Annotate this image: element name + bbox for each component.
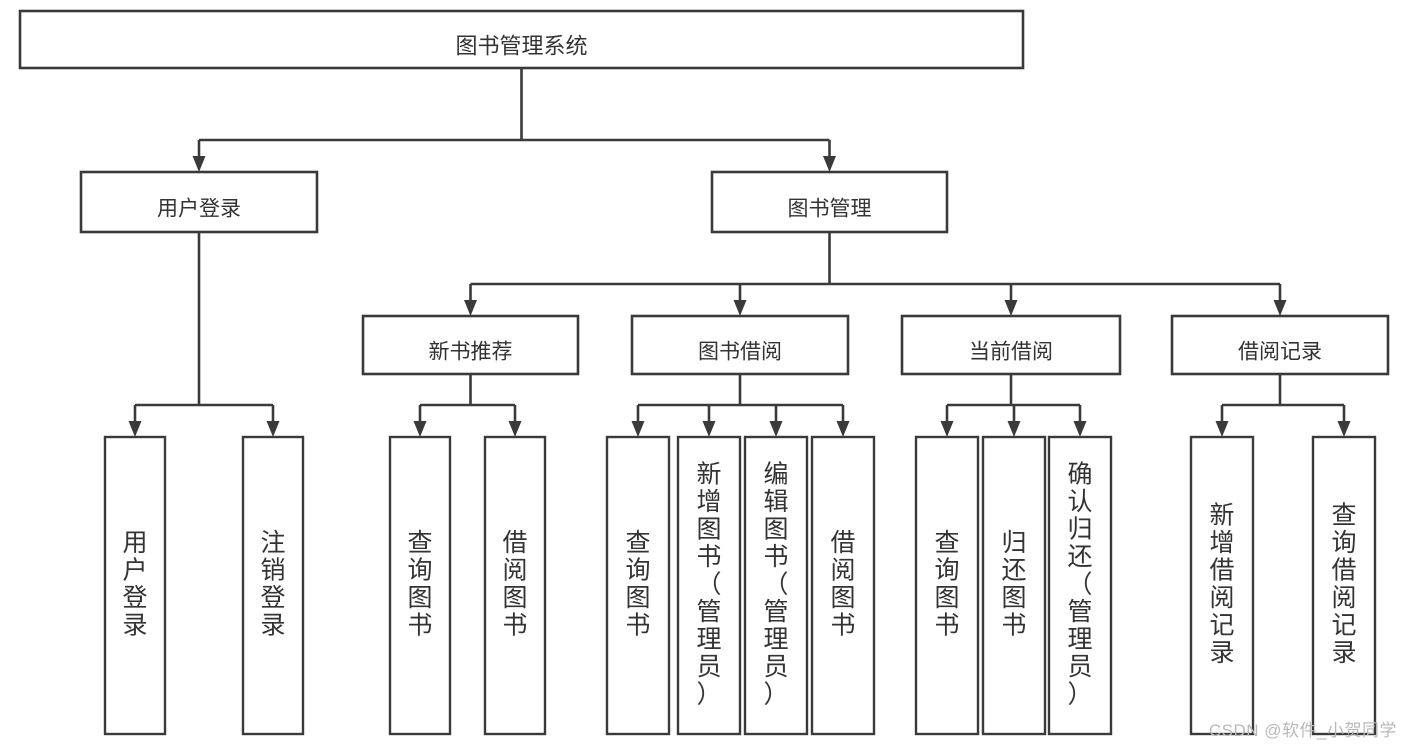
node-label-borrow-record: 借阅记录 [1238, 341, 1322, 364]
node-box-leaf-confirm-return [1047, 435, 1113, 736]
node-leaf-add-book: 新增图书（管理员） [676, 435, 742, 736]
node-label-user-login: 用户登录 [157, 198, 241, 221]
node-label-leaf-logout: 注销登录 [260, 529, 285, 640]
node-box-leaf-query-book-1 [388, 435, 452, 736]
node-box-leaf-return-book [981, 435, 1047, 736]
node-label-leaf-add-book: 新增图书（管理员） [696, 460, 721, 708]
node-leaf-logout: 注销登录 [241, 435, 305, 736]
node-new-book-rec: 新书推荐 [361, 314, 580, 376]
node-box-new-book-rec [361, 314, 580, 376]
node-box-leaf-logout [241, 435, 305, 736]
node-box-leaf-add-book [676, 435, 742, 736]
node-box-leaf-edit-book [743, 435, 809, 736]
node-root: 图书管理系统 [18, 9, 1025, 70]
node-box-leaf-borrow-book-1 [483, 435, 547, 736]
node-label-leaf-borrow-book-2: 借阅图书 [830, 529, 855, 640]
node-label-leaf-add-record: 新增借阅记录 [1209, 502, 1234, 668]
node-box-current-borrow [900, 314, 1122, 376]
node-label-leaf-user-login: 用户登录 [122, 529, 147, 640]
node-box-leaf-query-book-3 [914, 435, 980, 736]
node-leaf-query-book-3: 查询图书 [914, 435, 980, 736]
node-leaf-query-book-2: 查询图书 [605, 435, 671, 736]
node-leaf-confirm-return: 确认归还（管理员） [1047, 435, 1113, 736]
node-book-manage: 图书管理 [710, 170, 949, 234]
node-label-leaf-query-book-3: 查询图书 [934, 529, 959, 640]
node-label-leaf-return-book: 归还图书 [1001, 529, 1026, 640]
node-label-new-book-rec: 新书推荐 [429, 341, 513, 364]
node-box-leaf-query-record [1311, 435, 1377, 736]
node-box-borrow-record [1170, 314, 1390, 376]
node-user-login: 用户登录 [79, 170, 319, 234]
node-leaf-borrow-book-2: 借阅图书 [810, 435, 876, 736]
node-box-leaf-query-book-2 [605, 435, 671, 736]
node-box-root [18, 9, 1025, 70]
node-leaf-user-login: 用户登录 [103, 435, 167, 736]
node-box-user-login [79, 170, 319, 234]
node-leaf-add-record: 新增借阅记录 [1189, 435, 1255, 736]
node-leaf-query-book-1: 查询图书 [388, 435, 452, 736]
node-leaf-borrow-book-1: 借阅图书 [483, 435, 547, 736]
node-label-book-borrow: 图书借阅 [698, 341, 782, 364]
node-leaf-edit-book: 编辑图书（管理员） [743, 435, 809, 736]
node-box-book-manage [710, 170, 949, 234]
node-label-leaf-query-book-1: 查询图书 [407, 529, 432, 640]
node-box-leaf-add-record [1189, 435, 1255, 736]
node-label-leaf-borrow-book-1: 借阅图书 [502, 529, 527, 640]
node-label-leaf-query-record: 查询借阅记录 [1331, 502, 1356, 668]
node-label-current-borrow: 当前借阅 [969, 341, 1053, 364]
node-borrow-record: 借阅记录 [1170, 314, 1390, 376]
node-label-leaf-query-book-2: 查询图书 [625, 529, 650, 640]
node-book-borrow: 图书借阅 [630, 314, 850, 376]
node-label-leaf-confirm-return: 确认归还（管理员） [1067, 460, 1092, 708]
node-box-leaf-user-login [103, 435, 167, 736]
node-layer: 图书管理系统用户登录图书管理新书推荐图书借阅当前借阅借阅记录用户登录注销登录查询… [18, 9, 1390, 736]
connector-layer [128, 68, 1351, 437]
node-label-leaf-edit-book: 编辑图书（管理员） [763, 460, 788, 708]
node-box-leaf-borrow-book-2 [810, 435, 876, 736]
node-leaf-query-record: 查询借阅记录 [1311, 435, 1377, 736]
node-label-book-manage: 图书管理 [788, 198, 872, 221]
node-current-borrow: 当前借阅 [900, 314, 1122, 376]
node-leaf-return-book: 归还图书 [981, 435, 1047, 736]
node-box-book-borrow [630, 314, 850, 376]
node-label-root: 图书管理系统 [455, 33, 587, 58]
